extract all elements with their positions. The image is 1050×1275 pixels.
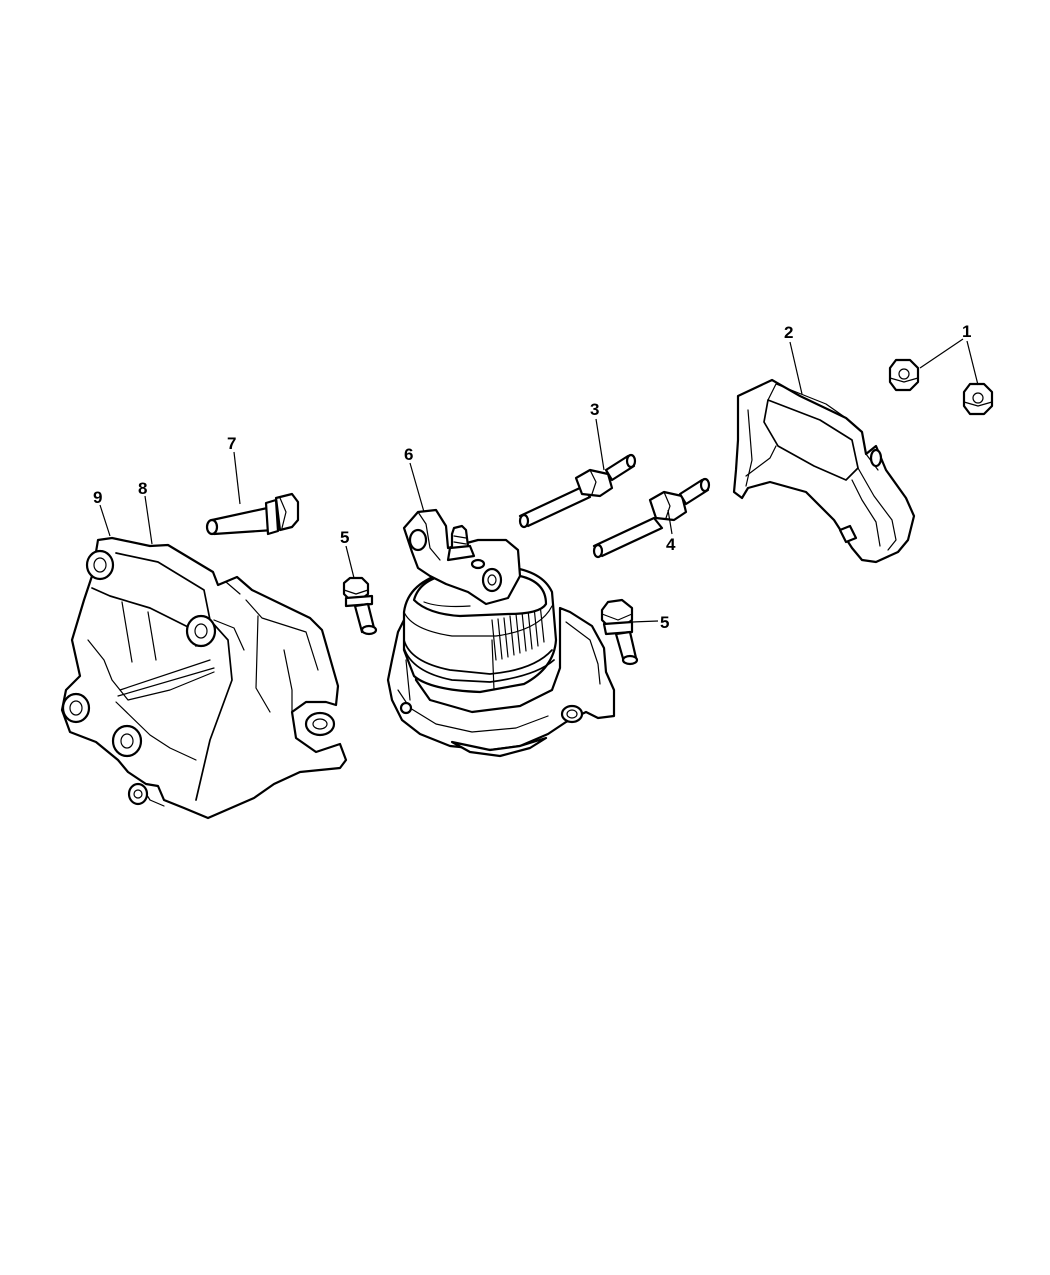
callout-3: 3 <box>590 400 599 419</box>
stud-4 <box>592 477 711 559</box>
callout-1: 1 <box>962 322 971 341</box>
nut-1-right <box>962 382 994 416</box>
callout-5-right: 5 <box>660 613 669 632</box>
callout-2: 2 <box>784 323 793 342</box>
bolt-5-right <box>600 598 639 666</box>
callout-8: 8 <box>138 479 147 498</box>
bolt-7 <box>205 492 300 536</box>
callout-6: 6 <box>404 445 413 464</box>
nut-1-left <box>888 358 920 392</box>
callouts: 1 2 3 4 5 5 6 7 8 9 <box>93 322 971 632</box>
callout-5-left: 5 <box>340 528 349 547</box>
engine-mount-bracket <box>60 536 348 820</box>
engine-mount-insulator <box>386 508 616 758</box>
heat-shield <box>732 378 916 564</box>
callout-7: 7 <box>227 434 236 453</box>
callout-4: 4 <box>666 535 676 554</box>
leader-lines <box>99 338 979 623</box>
stud-3 <box>518 453 637 529</box>
callout-9: 9 <box>93 488 102 507</box>
bolt-5-left <box>342 576 378 636</box>
